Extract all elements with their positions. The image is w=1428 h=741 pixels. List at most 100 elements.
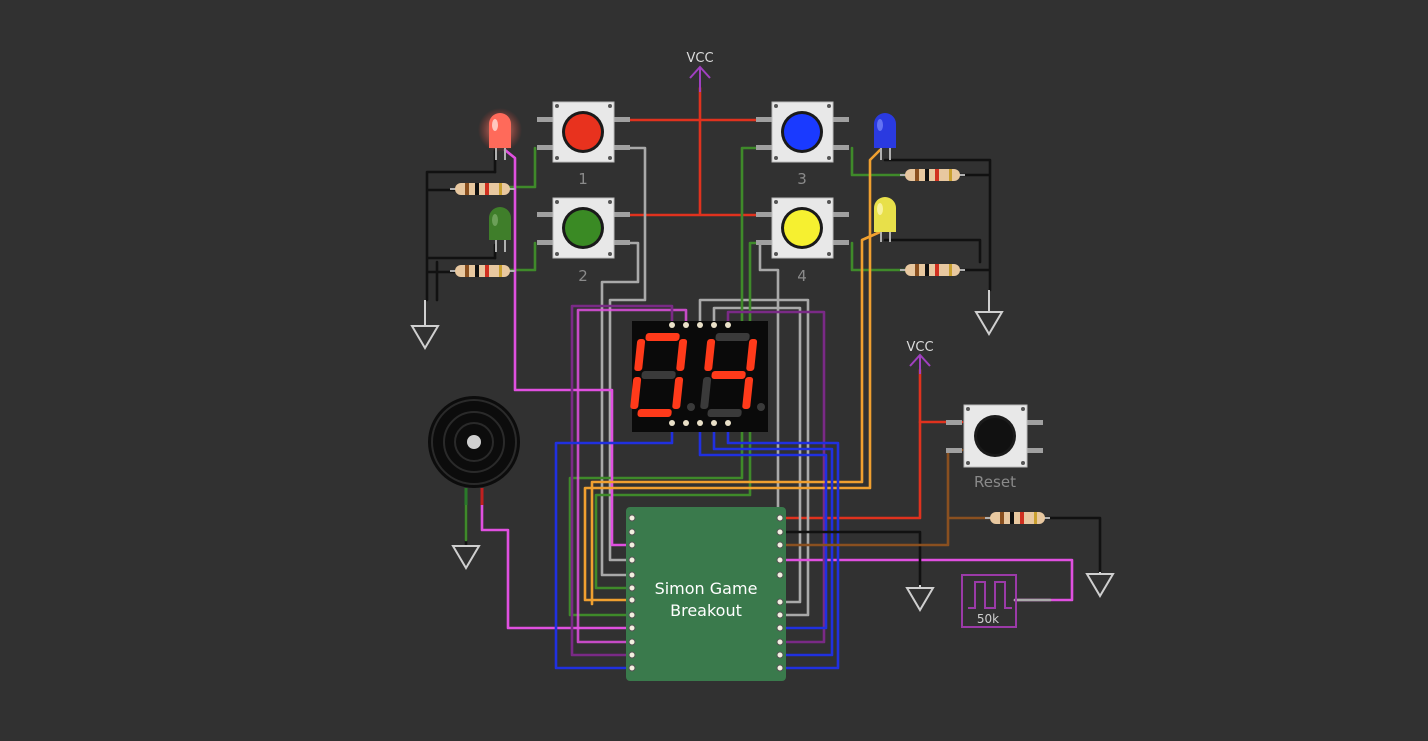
pushbuttons: 1 2 3 4 (537, 101, 1043, 491)
segment-a (715, 333, 750, 341)
wire-green-led4 (850, 241, 907, 272)
vcc-right-symbol: VCC (906, 340, 934, 374)
segment-g (711, 371, 746, 379)
button-1-label: 1 (578, 170, 588, 188)
board-pins (628, 514, 784, 672)
wire-vcc-reset (918, 368, 964, 424)
display-pins-top (669, 322, 731, 328)
seven-segment-display[interactable] (629, 321, 768, 432)
board-pin (776, 598, 784, 606)
button-2-label: 2 (578, 267, 588, 285)
board-pin (776, 514, 784, 522)
resistor[interactable] (985, 512, 1050, 524)
wire-blue-disp4 (726, 421, 840, 670)
wire-magenta-buzzer (480, 488, 634, 630)
led-red[interactable] (478, 108, 522, 160)
wire-green-led3 (850, 146, 907, 177)
reset-label: Reset (974, 473, 1016, 491)
wire-magenta-led (503, 148, 634, 547)
board-pin (776, 556, 784, 564)
button-cap (784, 210, 820, 246)
decimal-point (757, 403, 765, 411)
segment-g (641, 371, 676, 379)
wire-gray-disp2 (712, 306, 802, 604)
board-pin (628, 584, 636, 592)
display-digit-1 (630, 333, 688, 417)
display-pins-bottom (669, 420, 731, 426)
vcc-top-symbol: VCC (686, 51, 714, 92)
wire-gray-btn1 (608, 146, 647, 562)
segment-c (672, 377, 684, 409)
wire-blue-disp2 (698, 421, 828, 630)
wire-gray-disp (698, 298, 810, 617)
ground-symbol-reset (1085, 572, 1115, 598)
board-pin (628, 514, 636, 522)
vcc-top-label: VCC (686, 51, 713, 66)
segment-d (637, 409, 672, 417)
board-pin (628, 664, 636, 672)
buzzer[interactable] (428, 396, 520, 505)
ground-symbol-board (905, 585, 935, 612)
board-pin (628, 528, 636, 536)
board-title-line1: Simon Game (655, 579, 758, 598)
board-pin (776, 638, 784, 646)
button-4-label: 4 (797, 267, 807, 285)
board-pin (776, 664, 784, 672)
pushbutton-2[interactable] (537, 197, 630, 259)
pushbutton-4[interactable] (756, 197, 849, 259)
segment-b (676, 339, 688, 371)
wire-purple-disp1 (570, 304, 674, 657)
board-pin (776, 571, 784, 579)
leds (478, 108, 896, 252)
segment-f (634, 339, 646, 371)
decimal-point (687, 403, 695, 411)
wire-blue-disp3 (712, 421, 834, 657)
wire-green-led2 (508, 241, 537, 272)
board-pin (628, 596, 636, 604)
board-pin (628, 611, 636, 619)
wire-orange-led4 (590, 230, 882, 606)
reset-button[interactable] (946, 404, 1043, 468)
board-pin (628, 556, 636, 564)
board-pin (628, 624, 636, 632)
wire-green-btn3 (568, 146, 774, 617)
clock-generator[interactable]: 50k (961, 574, 1017, 628)
segment-e (630, 377, 642, 409)
wire-black-reset (1043, 516, 1102, 574)
led-green[interactable] (489, 207, 511, 252)
pushbutton-3[interactable] (756, 101, 849, 163)
board-pin (628, 651, 636, 659)
wire-green-btn4 (594, 241, 774, 590)
wire-blue-disp1 (554, 421, 674, 670)
segment-f (704, 339, 716, 371)
clock-label: 50k (977, 612, 999, 626)
board-pin (776, 611, 784, 619)
board-pin (776, 651, 784, 659)
led-yellow[interactable] (874, 197, 896, 242)
wire-black-board (778, 530, 922, 587)
ground-symbol-right (974, 290, 1004, 336)
segment-d (707, 409, 742, 417)
board-pin (776, 624, 784, 632)
resistor[interactable] (450, 183, 515, 195)
display-digit-2 (700, 333, 758, 417)
wire-purple-disp2 (726, 310, 826, 644)
wire-black-right (883, 158, 992, 292)
ground-symbol-left (410, 300, 440, 350)
pushbutton-1[interactable] (537, 101, 630, 163)
wires (425, 86, 1102, 670)
wire-green-led1 (508, 146, 537, 189)
segment-c (742, 377, 754, 409)
breakout-board[interactable]: Simon Game Breakout (626, 507, 786, 681)
led-blue[interactable] (874, 113, 896, 160)
button-cap (977, 418, 1013, 454)
board-title-line2: Breakout (670, 601, 742, 620)
resistors (450, 169, 1050, 524)
resistor[interactable] (900, 169, 965, 181)
resistor[interactable] (900, 264, 965, 276)
board-pin (776, 541, 784, 549)
resistor[interactable] (450, 265, 515, 277)
board-pin (628, 541, 636, 549)
segment-b (746, 339, 758, 371)
